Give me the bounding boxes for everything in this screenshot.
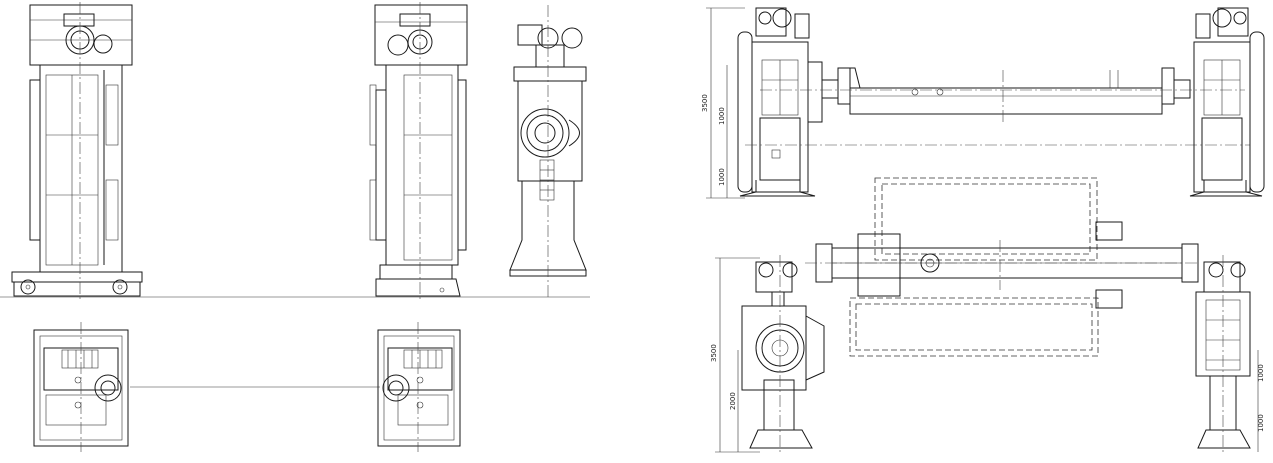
column-front-view-1 bbox=[11, 2, 143, 300]
dim-overall-bottom: 3500 bbox=[710, 344, 718, 362]
plan-view-1 bbox=[33, 322, 129, 452]
column-end-view-3 bbox=[509, 5, 587, 300]
dim-lower-bottom: 2000 bbox=[729, 392, 737, 410]
right-sheet: 3500 1000 1000 bbox=[701, 7, 1265, 455]
column-side-view-2 bbox=[369, 2, 468, 300]
dim-upper-top: 1000 bbox=[718, 107, 726, 125]
dim-lower-top: 1000 bbox=[718, 168, 726, 186]
left-sheet bbox=[0, 2, 590, 452]
plan-view-2 bbox=[377, 322, 461, 452]
bottom-arrangement: 3500 2000 bbox=[710, 177, 1265, 455]
dim-side-upper: 1000 bbox=[1257, 364, 1265, 382]
top-elevation: 3500 1000 1000 bbox=[701, 7, 1265, 199]
dim-overall-top: 3500 bbox=[701, 94, 709, 112]
dim-side-lower: 1000 bbox=[1257, 414, 1265, 432]
